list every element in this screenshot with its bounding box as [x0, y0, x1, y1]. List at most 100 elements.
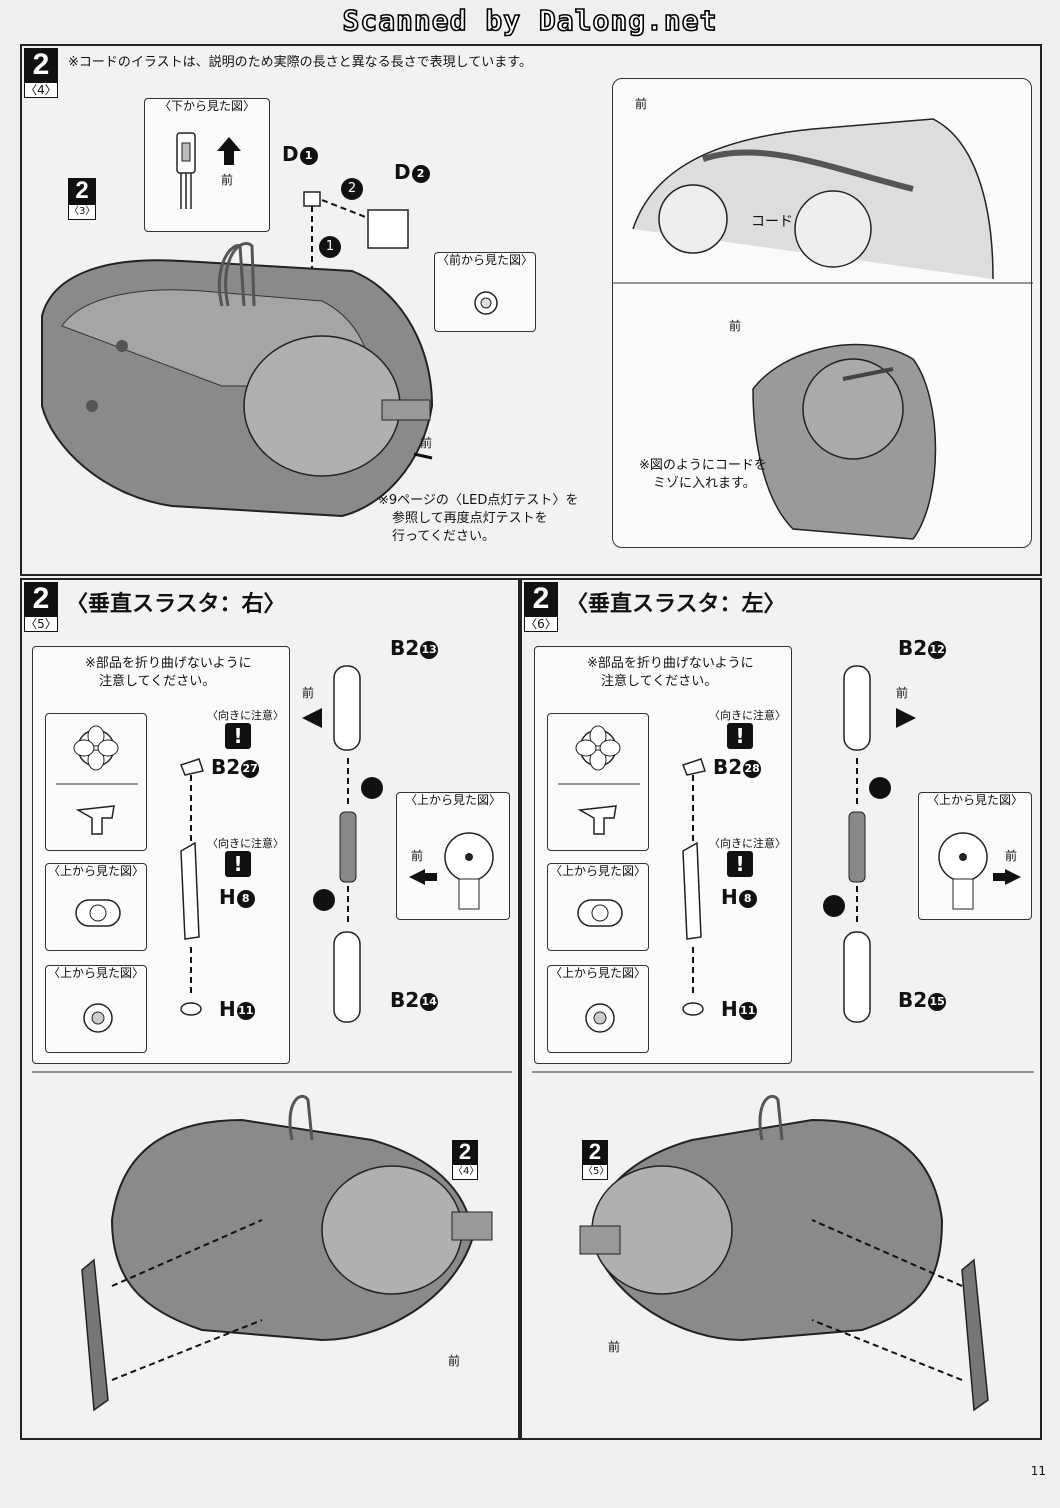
top-view-label-3: 〈上から見た図〉 — [926, 793, 1023, 807]
h11-num: 11 — [738, 1001, 757, 1020]
b2-28-num: 28 — [743, 759, 762, 778]
b2-letters: B2 — [713, 755, 743, 779]
fan-view-frame — [547, 713, 649, 851]
cord-label: コード — [751, 214, 793, 230]
bottom-view-label: 〈下から見た図〉 — [158, 99, 255, 113]
led-bottom-illustration — [176, 132, 241, 209]
step-2-5-panel: 2 〈5〉 〈垂直スラスタ：右〉 ※部品を折り曲げないように 注意してください。 — [20, 578, 520, 1440]
top-view-label-2: 〈上から見た図〉 — [549, 966, 646, 980]
front-label-detail-bottom: 前 — [729, 319, 742, 333]
top-view-frame-3: 〈上から見た図〉 前 — [396, 792, 510, 920]
front-label: 前 — [302, 686, 315, 700]
led-test-note-line-2: 参照して再度点灯テストを — [392, 511, 548, 526]
step-number: 2 — [524, 582, 558, 616]
ref-step-badge: 2 〈5〉 — [582, 1140, 609, 1180]
b2-15-num: 15 — [928, 992, 947, 1011]
top-view-label-2: 〈上から見た図〉 — [47, 966, 144, 980]
cord-length-note: ※コードのイラストは、説明のため実際の長さと異なる長さで表現しています。 — [68, 55, 532, 70]
led-test-note-line-1: ※9ページの〈LED点灯テスト〉を — [378, 493, 579, 508]
led-test-note: ※9ページの〈LED点灯テスト〉を 参照して再度点灯テストを 行ってください。 — [378, 492, 578, 546]
arrow-step-1: 1 — [319, 236, 341, 258]
part-d1-num: 1 — [299, 146, 318, 165]
ref-step-number: 2 — [452, 1140, 478, 1164]
b2-13-num: 13 — [420, 640, 439, 659]
part-d2-letter: D — [394, 160, 411, 184]
step-sub: 〈5〉 — [24, 616, 58, 632]
orient-label-2: 〈向きに注意〉 — [709, 837, 786, 850]
ref-step-sub: 〈4〉 — [452, 1164, 479, 1180]
b2-letters: B2 — [390, 988, 420, 1012]
part-d2-num: 2 — [411, 164, 430, 183]
warning-icon: ! — [727, 723, 753, 749]
ref-step-sub: 〈3〉 — [68, 204, 96, 220]
ref-step-badge: 2 〈4〉 — [452, 1140, 479, 1180]
h-letter: H — [721, 997, 738, 1021]
assembly-parts — [682, 758, 706, 1016]
top-view-frame-2: 〈上から見た図〉 — [547, 965, 649, 1053]
b2-14-num: 14 — [420, 992, 439, 1011]
thruster-top-view — [938, 832, 1021, 910]
caution-note: ※部品を折り曲げないように 注意してください。 — [587, 655, 754, 691]
orient-label-2: 〈向きに注意〉 — [207, 837, 284, 850]
fan-icons — [56, 725, 138, 835]
step-number: 2 — [24, 582, 58, 616]
front-view-frame: 〈前から見た図〉 — [434, 252, 536, 332]
step-number: 2 — [24, 48, 58, 82]
front-label-hull: 前 — [448, 1354, 461, 1368]
step-badge: 2 〈4〉 — [24, 48, 58, 98]
section-title: 〈垂直スラスタ：左〉 — [566, 592, 786, 617]
part-top-view-icon-2 — [83, 1003, 113, 1033]
thruster-top-view — [409, 832, 494, 910]
b2-letters: B2 — [390, 636, 420, 660]
step-2-6-panel: 2 〈6〉 〈垂直スラスタ：左〉 ※部品を折り曲げないように 注意してください。 — [520, 578, 1042, 1440]
h-letter: H — [721, 885, 738, 909]
cord-groove-note: ※図のようにコードを ミゾに入れます。 — [639, 457, 767, 493]
top-view-label-3: 〈上から見た図〉 — [404, 793, 501, 807]
top-view-label-1: 〈上から見た図〉 — [47, 864, 144, 878]
warning-icon: ! — [225, 723, 251, 749]
section-title: 〈垂直スラスタ：右〉 — [66, 592, 286, 617]
ref-step-number: 2 — [582, 1140, 608, 1164]
led-front-illustration — [474, 291, 498, 315]
h-letter: H — [219, 997, 236, 1021]
front-label-hull: 前 — [608, 1340, 621, 1354]
front-label-3: 前 — [411, 849, 424, 863]
arrow-step-2: 2 — [341, 178, 363, 200]
b2-letters: B2 — [898, 636, 928, 660]
front-view-label: 〈前から見た図〉 — [436, 253, 533, 267]
fan-view-frame — [45, 713, 147, 851]
h8-num: 8 — [236, 889, 255, 908]
cord-groove-note-line-2: ミゾに入れます。 — [653, 476, 756, 491]
thruster-right-parts — [32, 665, 512, 1412]
part-d1-letter: D — [282, 142, 299, 166]
assembly-parts — [180, 758, 204, 1016]
b2-letters: B2 — [898, 988, 928, 1012]
h11-num: 11 — [236, 1001, 255, 1020]
caution-line-1: ※部品を折り曲げないように — [587, 656, 754, 671]
part-top-view-icon-1 — [577, 899, 623, 927]
top-view-frame-1: 〈上から見た図〉 — [45, 863, 147, 951]
thruster-left-parts — [532, 665, 1034, 1412]
front-label-3: 前 — [1005, 849, 1018, 863]
step-badge: 2 〈5〉 — [24, 582, 58, 632]
caution-line-1: ※部品を折り曲げないように — [85, 656, 252, 671]
orient-label-1: 〈向きに注意〉 — [709, 709, 786, 722]
step-2-4-panel: 2 〈4〉 ※コードのイラストは、説明のため実際の長さと異なる長さで表現していま… — [20, 44, 1042, 576]
cord-detail-frame: 前 前 コード ※図のようにコードを ミゾに入れます。 — [612, 78, 1033, 548]
front-label-detail-top: 前 — [635, 97, 648, 111]
warning-icon: ! — [225, 851, 251, 877]
front-label: 前 — [221, 173, 234, 187]
bottom-view-frame: 〈下から見た図〉 前 — [144, 98, 270, 232]
b2-12-num: 12 — [928, 640, 947, 659]
b2-letters: B2 — [211, 755, 241, 779]
top-view-frame-3: 〈上から見た図〉 前 — [918, 792, 1032, 920]
